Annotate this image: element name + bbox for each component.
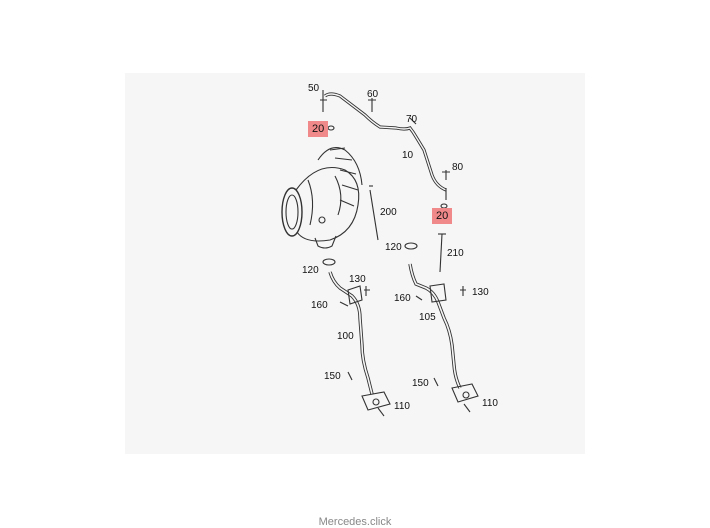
seal-ring-20-top — [327, 125, 335, 131]
part-label-200: 200 — [380, 207, 397, 218]
part-label-100: 100 — [337, 331, 354, 342]
part-label-160-left: 160 — [311, 300, 328, 311]
oil-return-pipe-100 — [328, 271, 391, 411]
o-ring-120-left — [322, 258, 336, 266]
footer-watermark: Mercedes.click — [318, 516, 392, 528]
part-label-20-highlighted-right: 20 — [432, 208, 453, 224]
part-label-210: 210 — [447, 248, 464, 259]
part-label-60: 60 — [367, 89, 379, 100]
oil-return-pipe-105 — [377, 263, 479, 417]
part-label-120-left: 120 — [302, 265, 319, 276]
part-label-80: 80 — [452, 162, 464, 173]
part-label-110-left: 110 — [394, 401, 410, 412]
part-label-120-right: 120 — [385, 242, 402, 253]
turbocharger — [281, 147, 363, 249]
part-label-10: 10 — [402, 150, 414, 161]
part-label-110-right: 110 — [482, 398, 498, 409]
part-label-160-right: 160 — [394, 293, 411, 304]
part-label-70: 70 — [406, 114, 418, 125]
part-label-130-left: 130 — [349, 274, 366, 285]
part-label-150-left: 150 — [324, 371, 341, 382]
part-label-50: 50 — [308, 83, 320, 94]
bolts — [368, 98, 450, 273]
parts-diagram-canvas — [125, 73, 585, 454]
part-label-20-highlighted-top: 20 — [308, 121, 329, 137]
part-label-130-right: 130 — [472, 287, 489, 298]
part-label-150-right: 150 — [412, 378, 429, 389]
o-ring-120-right — [404, 242, 418, 250]
part-label-105: 105 — [419, 312, 436, 323]
oil-feed-line — [320, 90, 447, 200]
